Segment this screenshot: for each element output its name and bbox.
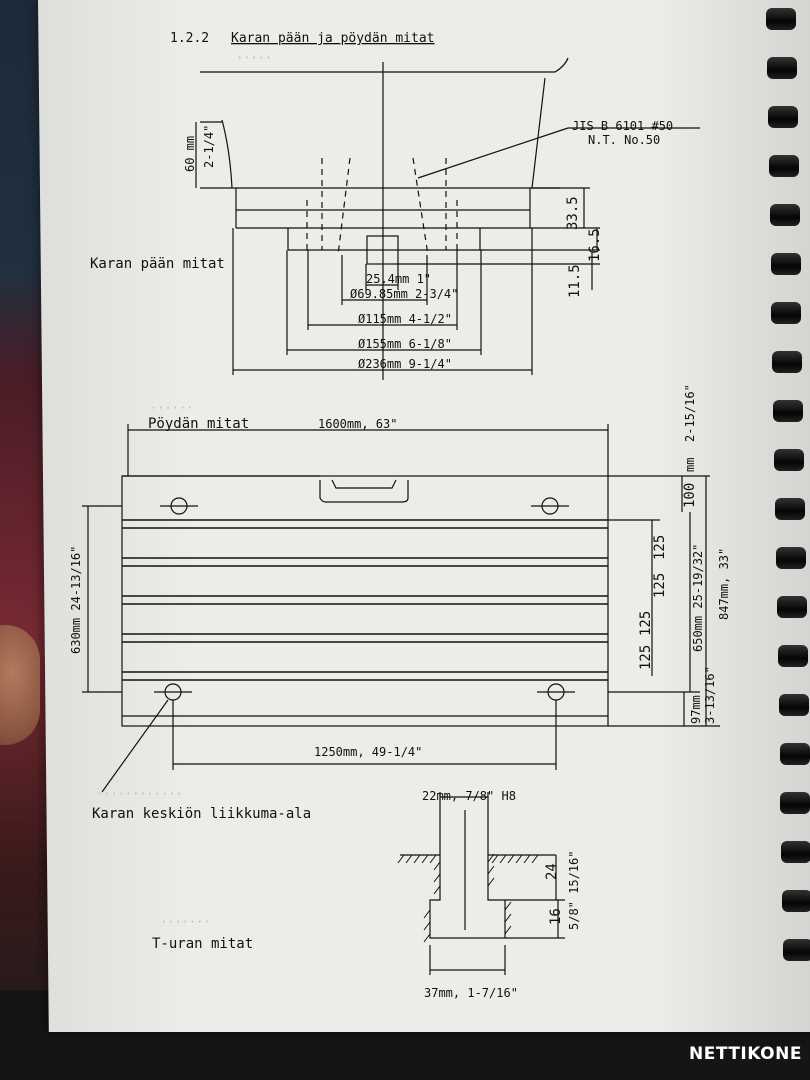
binding-ring	[769, 204, 800, 226]
nettikone-watermark: NETTIKONE	[689, 1044, 802, 1064]
dim-25-4: 25.4mm 1"	[366, 272, 431, 286]
dim-1600: 1600mm, 63"	[318, 417, 397, 431]
dim-16: 16	[548, 908, 564, 925]
ghost-text-tslot: ·······	[160, 915, 211, 929]
binding-ring	[775, 498, 805, 520]
binding-ring	[766, 57, 797, 79]
dim-2-1-4: 2-1/4"	[202, 125, 216, 168]
dim-3-13-16: 3-13/16"	[703, 666, 717, 724]
binding-ring	[776, 596, 807, 618]
ghost-text-top: ·····	[236, 51, 272, 65]
table-label: Pöydän mitat	[148, 416, 249, 432]
dim-650: 650mm 25-19/32"	[691, 544, 705, 652]
dim-69-85: Ø69.85mm 2-3/4"	[350, 287, 458, 301]
dim-155: Ø155mm 6-1/8"	[358, 337, 452, 351]
taper-nt: N.T. No.50	[588, 133, 660, 147]
dim-16-5: 16.5	[587, 228, 603, 262]
dim-97: 97mm	[689, 695, 703, 724]
dim-33-5: 33.5	[565, 196, 581, 230]
section-title: Karan pään ja pöydän mitat	[231, 31, 435, 46]
thumb	[0, 625, 40, 745]
binding-ring	[768, 155, 799, 177]
binding-ring	[766, 8, 796, 30]
area-label: Karan keskiön liikkuma-ala	[92, 806, 311, 822]
binding-ring	[783, 939, 810, 961]
dim-2-15-16: 2-15/16"	[683, 384, 697, 442]
dim-5-8-15-16: 5/8" 15/16"	[567, 851, 581, 930]
binding-ring	[778, 694, 809, 716]
dim-1250: 1250mm, 49-1/4"	[314, 745, 422, 759]
ghost-text-table: ······	[150, 401, 193, 415]
binding-ring	[777, 645, 808, 667]
binding-ring	[782, 890, 810, 912]
binding-ring	[780, 792, 810, 814]
binding-ring	[771, 302, 802, 324]
technical-drawing: 1.2.2 Karan pään ja pöydän mitat ····· J…	[69, 31, 731, 1000]
dim-100: 100	[682, 483, 698, 508]
dim-24: 24	[544, 863, 560, 880]
dim-236: Ø236mm 9-1/4"	[358, 357, 452, 371]
binding-ring	[770, 253, 801, 275]
slot-pitch-4: 125	[638, 645, 654, 670]
slot-pitch-2: 125	[652, 573, 668, 598]
dim-11-5: 11.5	[567, 264, 583, 298]
dim-115: Ø115mm 4-1/2"	[358, 312, 452, 326]
tslot-label: T-uran mitat	[152, 936, 253, 952]
taper-standard: JIS B 6101 #50	[572, 119, 673, 133]
section-number: 1.2.2	[170, 31, 209, 46]
spindle-label: Karan pään mitat	[90, 256, 225, 272]
binding-ring	[774, 449, 805, 471]
binding-ring	[772, 351, 803, 373]
dim-847: 847mm, 33"	[717, 548, 731, 620]
binding-ring	[775, 547, 806, 569]
binding-ring	[773, 400, 804, 422]
binding-ring	[767, 106, 798, 128]
dim-60mm: 60 mm	[183, 136, 197, 172]
binding-ring	[779, 743, 810, 765]
slot-pitch-1: 125	[652, 535, 668, 560]
dim-630: 630mm 24-13/16"	[69, 546, 83, 654]
spiral-binding	[760, 0, 810, 1020]
dim-mm: mm	[683, 458, 697, 472]
ghost-text-area: ············	[96, 787, 183, 801]
slot-pitch-3: 125	[638, 611, 654, 636]
dim-22mm: 22mm, 7/8" H8	[422, 789, 516, 803]
dim-37mm: 37mm, 1-7/16"	[424, 986, 518, 1000]
binding-ring	[781, 841, 810, 863]
